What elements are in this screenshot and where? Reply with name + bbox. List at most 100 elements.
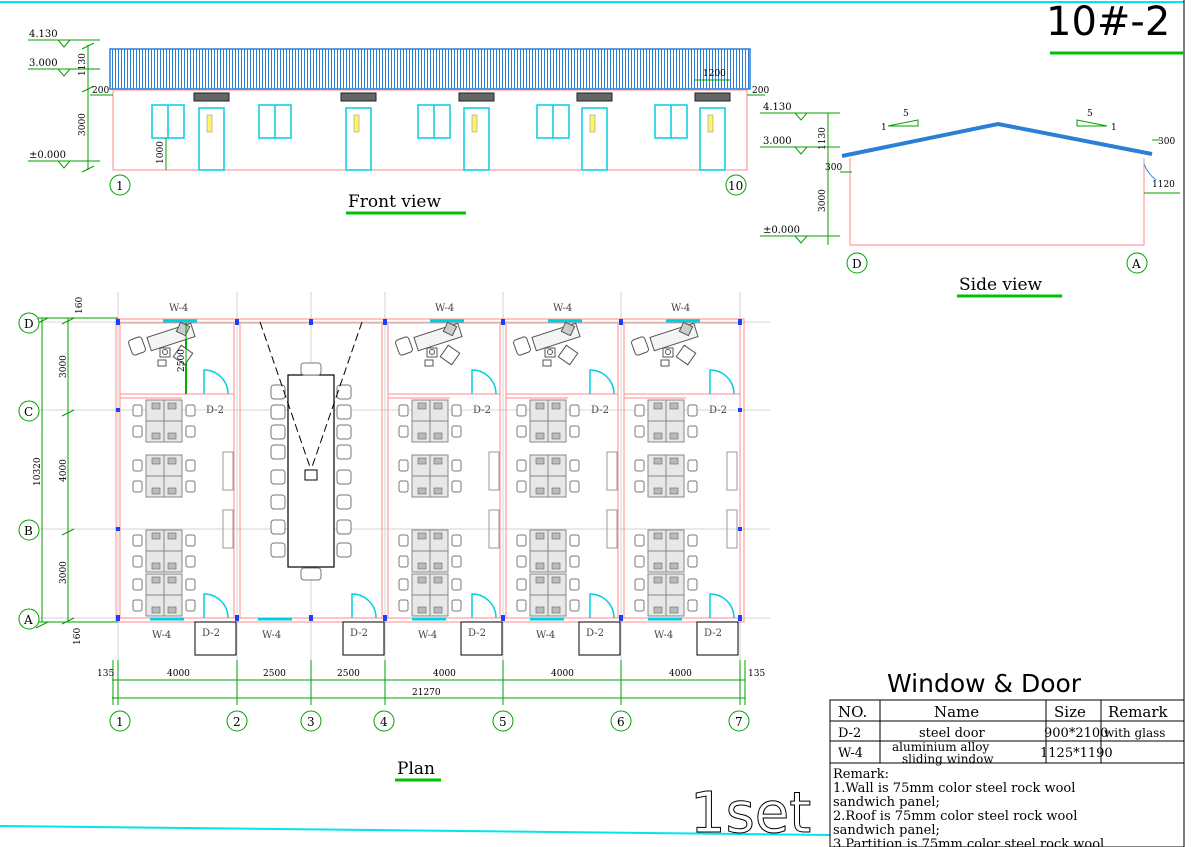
schedule-row-name-2: sliding window	[902, 752, 994, 766]
plan-dim-total-left: 10320	[33, 457, 43, 486]
front-dim-1000: 1000	[156, 141, 166, 164]
schedule-row-no: W-4	[838, 746, 863, 761]
side-level-ground: ±0.000	[763, 225, 800, 236]
side-dim-3000: 3000	[818, 189, 828, 212]
front-level-top: 4.130	[29, 29, 58, 40]
side-view-title: Side view	[959, 275, 1043, 295]
front-level-mid: 3.000	[29, 58, 58, 69]
front-dim-1200: 1200	[703, 69, 726, 79]
slope-rise-left: 1	[881, 123, 887, 133]
schedule-title: Window & Door	[887, 669, 1082, 698]
door-label: D-2	[473, 405, 491, 416]
window-label: W-4	[152, 630, 171, 641]
plan-dim-4000: 4000	[59, 459, 69, 482]
front-roof	[109, 48, 751, 90]
slope-rise-right: 1	[1111, 123, 1117, 133]
plan-dim-total-bottom: 21270	[412, 688, 441, 698]
remark-line: 3.Partition is 75mm color steel rock woo…	[833, 837, 1104, 847]
window-label: W-4	[671, 303, 690, 314]
window-label: W-4	[169, 303, 188, 314]
side-level-mid: 3.000	[763, 136, 792, 147]
slope-run-right: 5	[1087, 109, 1093, 119]
plan-dim-160-bottom: 160	[73, 628, 83, 645]
schedule-header-no: NO.	[838, 703, 867, 721]
remark-line: 1.Wall is 75mm color steel rock wool	[833, 781, 1075, 796]
plan-axis-b: B	[24, 524, 33, 538]
window-label: W-4	[536, 630, 555, 641]
front-view-title: Front view	[348, 192, 441, 212]
side-dim-1130: 1130	[818, 127, 828, 150]
schedule-row-size: 900*2100	[1044, 726, 1108, 741]
plan-dim-2500-2: 2500	[337, 669, 360, 679]
plan: 160 3000 4000 3000 160 10320 2500 D C B …	[18, 292, 770, 782]
side-level-top: 4.130	[763, 102, 792, 113]
plan-dim-135-right: 135	[748, 669, 765, 679]
workstations	[132, 399, 698, 617]
schedule-row-name: aluminium alloy	[892, 740, 989, 754]
plan-axis-a: A	[23, 613, 33, 627]
window-door-schedule: Window & Door NO. Name Size Remark D-2 s…	[829, 669, 1185, 847]
schedule-header-name: Name	[934, 703, 979, 721]
remark-line: sandwich panel;	[833, 823, 940, 838]
plan-axis-c: C	[24, 405, 33, 419]
plan-dim-160-top: 160	[75, 297, 85, 314]
front-axis-1: 1	[116, 179, 124, 193]
plan-axis-2: 2	[233, 715, 241, 729]
plan-dim-room-2500: 2500	[177, 349, 187, 372]
front-dim-1130: 1130	[78, 53, 88, 76]
front-axis-10: 10	[728, 179, 743, 193]
plan-axis-6: 6	[617, 715, 625, 729]
window-label: W-4	[553, 303, 572, 314]
sheet-number: 10#-2	[1046, 0, 1170, 45]
plan-axis-1: 1	[116, 715, 124, 729]
window-label: W-4	[435, 303, 454, 314]
plan-axis-5: 5	[499, 715, 507, 729]
door-label: D-2	[704, 628, 722, 639]
plan-title: Plan	[397, 759, 435, 779]
plan-dim-4000-4: 4000	[669, 669, 692, 679]
door-label: D-2	[586, 628, 604, 639]
schedule-row-size: 1125*1190	[1040, 746, 1113, 761]
window-label: W-4	[418, 630, 437, 641]
plan-axis-4: 4	[380, 715, 388, 729]
plan-axis-3: 3	[307, 715, 315, 729]
window-label: W-4	[654, 630, 673, 641]
window-label: W-4	[262, 630, 281, 641]
door-label: D-2	[206, 405, 224, 416]
plan-dim-4000-3: 4000	[551, 669, 574, 679]
schedule-header-remark: Remark	[1108, 703, 1169, 721]
plan-dim-135-left: 135	[97, 669, 114, 679]
plan-dim-3000-top: 3000	[59, 355, 69, 378]
side-view: 5 1 5 1 4.130 3.000 ±0.000 1130 3000 300…	[760, 102, 1180, 298]
front-dim-3000: 3000	[78, 113, 88, 136]
schedule-row-remark: with glass	[1104, 726, 1165, 740]
plan-axis-d: D	[24, 317, 34, 331]
sheet-border-bottom	[0, 825, 831, 836]
schedule-header-size: Size	[1054, 703, 1086, 721]
plan-dim-4000-2: 4000	[433, 669, 456, 679]
plan-axis-7: 7	[735, 715, 743, 729]
side-axis-d: D	[852, 257, 862, 271]
meeting-room	[259, 321, 363, 581]
door-label: D-2	[591, 405, 609, 416]
plan-dim-2500-1: 2500	[263, 669, 286, 679]
door-label: D-2	[709, 405, 727, 416]
side-roof	[841, 121, 1153, 158]
remark-title: Remark:	[833, 767, 889, 782]
remark-line: 2.Roof is 75mm color steel rock wool	[833, 809, 1077, 824]
front-view: 4.130 3.000 ±0.000 1130 3000 1000 200 12…	[28, 29, 769, 215]
front-level-ground: ±0.000	[29, 150, 66, 161]
quantity-label: 1set	[690, 781, 811, 846]
side-axis-a: A	[1131, 257, 1141, 271]
front-dim-200-left: 200	[92, 86, 109, 96]
plan-dim-3000-bottom: 3000	[59, 561, 69, 584]
schedule-row-name: steel door	[919, 726, 986, 741]
schedule-row-no: D-2	[838, 726, 861, 741]
side-dim-300-left: 300	[825, 163, 842, 173]
remark-line: sandwich panel;	[833, 795, 940, 810]
side-dim-300-right: 300	[1158, 137, 1175, 147]
door-label: D-2	[202, 628, 220, 639]
plan-dim-4000-1: 4000	[167, 669, 190, 679]
door-label: D-2	[468, 628, 486, 639]
